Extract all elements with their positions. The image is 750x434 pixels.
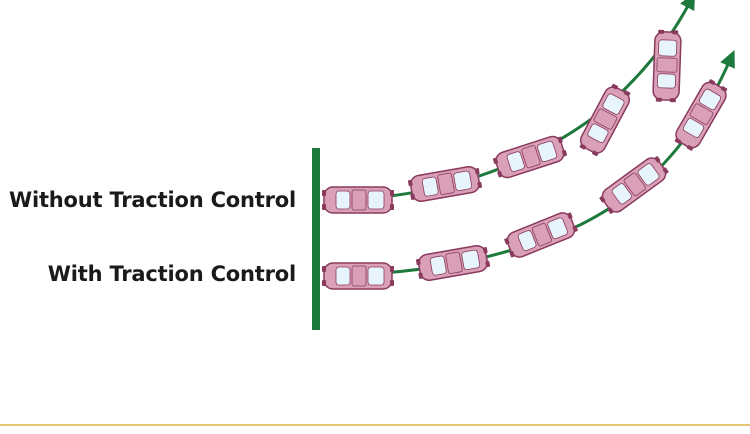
car-icon [321,186,395,214]
arrow-head-icon [720,49,735,69]
car-icon [670,76,732,154]
car-icon [490,132,570,182]
car-icon [502,208,580,262]
arrow-head-icon [680,0,696,12]
label-with-traction-control: With Traction Control [47,262,296,286]
car-icon [596,152,672,218]
cars-with-traction [321,76,732,290]
bottom-divider [0,424,750,426]
label-without-traction-control: Without Traction Control [8,188,296,212]
car-icon [321,262,395,290]
car-icon [414,243,492,283]
car-icon [652,28,682,104]
car-icon [575,81,635,159]
car-icon [406,164,484,204]
